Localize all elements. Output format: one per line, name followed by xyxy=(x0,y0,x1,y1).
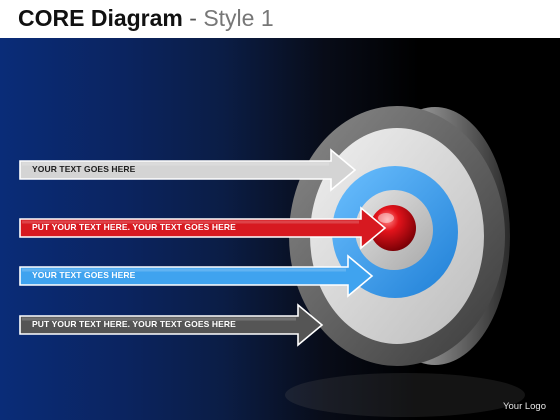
core-diagram xyxy=(19,106,525,417)
arrow-label-2: PUT YOUR TEXT HERE. YOUR TEXT GOES HERE xyxy=(32,222,236,232)
arrow-2 xyxy=(19,206,387,250)
arrow-label-3: YOUR TEXT GOES HERE xyxy=(32,270,136,280)
arrow-label-1: YOUR TEXT GOES HERE xyxy=(32,164,136,174)
arrow-3 xyxy=(19,254,374,298)
arrow-highlight-2 xyxy=(22,220,359,224)
title-bar: CORE Diagram - Style 1 xyxy=(0,0,560,38)
title-main: CORE Diagram xyxy=(18,5,183,31)
core-highlight xyxy=(378,213,394,223)
arrow-1 xyxy=(19,148,357,192)
arrow-highlight-3 xyxy=(22,268,346,272)
title-style: Style 1 xyxy=(203,5,274,31)
title-separator: - xyxy=(189,5,197,31)
page-title: CORE Diagram - Style 1 xyxy=(18,3,274,33)
arrow-highlight-4 xyxy=(22,317,296,321)
arrow-label-4: PUT YOUR TEXT HERE. YOUR TEXT GOES HERE xyxy=(32,319,236,329)
target-core xyxy=(370,205,416,251)
arrow-4 xyxy=(19,303,324,347)
arrow-layer xyxy=(19,148,387,347)
logo-text: Your Logo xyxy=(503,401,546,412)
arrow-highlight-1 xyxy=(22,162,329,166)
diagram-stage: YOUR TEXT GOES HERE PUT YOUR TEXT HERE. … xyxy=(0,38,560,420)
target-reflection xyxy=(285,373,525,417)
